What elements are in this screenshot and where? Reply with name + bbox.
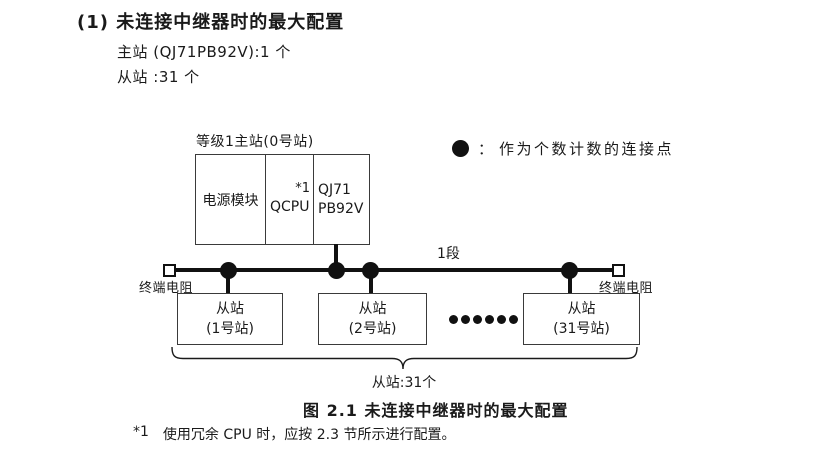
power-module-cell: 电源模块	[196, 155, 266, 244]
connection-point-dot	[362, 262, 379, 279]
ellipsis-dots	[449, 315, 518, 324]
footnote: *1 使用冗余 CPU 时，应按 2.3 节所示进行配置。	[133, 424, 455, 444]
connection-point-icon	[452, 140, 469, 157]
legend-colon: ：	[478, 140, 494, 158]
connection-point-dot	[220, 262, 237, 279]
slave31-drop-line	[568, 270, 572, 294]
module-name-line1: QJ71	[318, 181, 351, 198]
slave2-drop-line	[369, 270, 373, 294]
master-count-line: 主站 (QJ71PB92V):1 个	[117, 43, 291, 61]
slave1-drop-line	[226, 270, 230, 294]
cpu-label: QCPU	[270, 199, 310, 215]
slave-count-brace	[171, 346, 638, 370]
legend: ： 作为个数计数的连接点	[452, 138, 674, 159]
figure-caption: 图 2.1 未连接中继器时的最大配置	[303, 401, 569, 420]
legend-label: 作为个数计数的连接点	[499, 140, 675, 158]
slave-station-31-box: 从站 (31号站)	[523, 293, 640, 345]
terminating-resistor-right-label: 终端电阻	[599, 281, 654, 296]
slave-station-number: (2号站)	[348, 321, 397, 337]
slave-station-2-box: 从站 (2号站)	[318, 293, 427, 345]
cpu-footnote-ref: *1	[295, 181, 310, 196]
master-station-label: 等级1主站(0号站)	[196, 134, 314, 150]
bus-line	[170, 268, 620, 272]
brace-label: 从站:31个	[371, 375, 437, 391]
slave-station-name: 从站	[216, 300, 244, 317]
footnote-text: 使用冗余 CPU 时，应按 2.3 节所示进行配置。	[162, 427, 456, 443]
terminating-resistor-left-icon	[163, 264, 176, 277]
slave-station-number: (31号站)	[553, 321, 610, 337]
cpu-cell: *1 QCPU	[266, 155, 314, 244]
footnote-marker: *1	[133, 424, 149, 440]
slave-station-name: 从站	[358, 300, 387, 317]
master-station-box: 电源模块 *1 QCPU QJ71 PB92V	[195, 154, 370, 245]
connection-point-dot	[328, 262, 345, 279]
segment-label: 1段	[437, 246, 460, 262]
slave-count-line: 从站 :31 个	[117, 68, 200, 86]
pb92v-module-cell: QJ71 PB92V	[314, 155, 369, 244]
slave-station-1-box: 从站 (1号站)	[177, 293, 283, 345]
connection-point-dot	[561, 262, 578, 279]
slave-station-name: 从站	[567, 300, 596, 317]
terminating-resistor-left-label: 终端电阻	[139, 281, 194, 296]
terminating-resistor-right-icon	[612, 264, 625, 277]
section-heading: (1) 未连接中继器时的最大配置	[77, 12, 345, 33]
slave-station-number: (1号站)	[206, 321, 254, 337]
master-drop-line	[334, 244, 338, 270]
module-name-line2: PB92V	[318, 200, 364, 217]
